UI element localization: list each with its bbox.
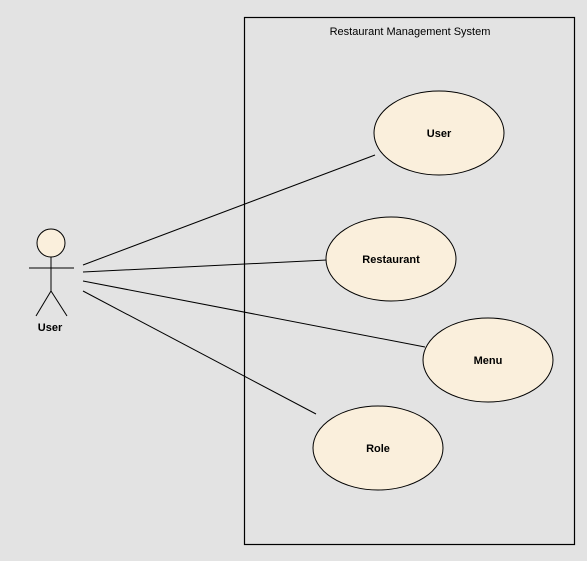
actor-left-leg (35, 290, 52, 317)
use-case-user-label: User (427, 128, 452, 140)
use-case-restaurant[interactable]: Restaurant (325, 216, 457, 302)
actor-label: User (38, 322, 63, 334)
use-case-menu[interactable]: Menu (422, 317, 554, 403)
use-case-menu-label: Menu (474, 355, 503, 367)
system-boundary-rect (243, 16, 576, 546)
actor-head (36, 228, 66, 258)
associations (82, 154, 426, 415)
association-user-usecase (82, 154, 376, 266)
association-restaurant-usecase (82, 259, 328, 273)
use-case-role-ellipse[interactable] (312, 405, 444, 491)
actor-right-leg (50, 290, 68, 317)
use-case-menu-ellipse[interactable] (422, 317, 554, 403)
actor-user[interactable]: User (29, 228, 74, 334)
use-case-role[interactable]: Role (312, 405, 444, 491)
use-case-restaurant-label: Restaurant (362, 254, 420, 266)
system-title: Restaurant Management System (330, 26, 491, 38)
association-menu-usecase (82, 280, 426, 348)
use-case-role-label: Role (366, 443, 390, 455)
use-case-user[interactable]: User (373, 90, 505, 176)
system-boundary: Restaurant Management System (243, 16, 576, 546)
association-role-usecase (82, 290, 317, 415)
use-case-user-ellipse[interactable] (373, 90, 505, 176)
use-case-restaurant-ellipse[interactable] (325, 216, 457, 302)
